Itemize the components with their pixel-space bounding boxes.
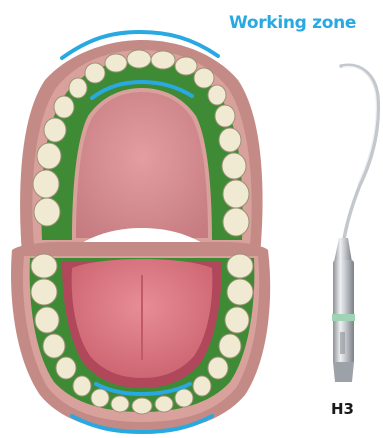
tooth bbox=[35, 307, 59, 333]
tooth bbox=[219, 334, 241, 358]
tooth bbox=[31, 254, 57, 278]
tooth bbox=[34, 198, 60, 226]
tooth bbox=[56, 357, 76, 379]
scaler-taper bbox=[334, 238, 352, 262]
tooth bbox=[227, 254, 253, 278]
lower-arch bbox=[11, 242, 270, 432]
tooth bbox=[105, 54, 127, 72]
scaler-engraving bbox=[340, 332, 345, 354]
tooth bbox=[132, 398, 152, 414]
tooth bbox=[223, 180, 249, 208]
tooth bbox=[85, 63, 105, 83]
tooth bbox=[222, 153, 246, 179]
tooth bbox=[91, 389, 109, 407]
tooth bbox=[194, 68, 214, 88]
tooth bbox=[111, 396, 129, 412]
scaler-tip-wire-highlight bbox=[343, 67, 376, 184]
tooth bbox=[33, 170, 59, 198]
scaler-base bbox=[333, 362, 354, 382]
tooth bbox=[155, 396, 173, 412]
tooth bbox=[223, 208, 249, 236]
ultrasonic-scaler-tip-icon bbox=[332, 65, 378, 382]
scaler-band bbox=[332, 314, 355, 321]
tooth bbox=[37, 143, 61, 169]
tooth bbox=[227, 279, 253, 305]
tooth bbox=[43, 334, 65, 358]
tip-label: H3 bbox=[331, 400, 354, 418]
tooth bbox=[151, 51, 175, 69]
tooth bbox=[31, 279, 57, 305]
tooth bbox=[219, 128, 241, 152]
tooth bbox=[208, 85, 226, 105]
tooth bbox=[44, 118, 66, 142]
tooth bbox=[54, 96, 74, 118]
tooth bbox=[175, 57, 197, 75]
tooth bbox=[175, 389, 193, 407]
tooth bbox=[127, 50, 151, 68]
tooth bbox=[73, 376, 91, 396]
tooth bbox=[215, 105, 235, 127]
upper-arch bbox=[20, 32, 262, 255]
tooth bbox=[193, 376, 211, 396]
scaler-tip-wire bbox=[341, 65, 378, 245]
upper-palate bbox=[76, 92, 208, 238]
tooth bbox=[69, 78, 87, 98]
tooth bbox=[225, 307, 249, 333]
tooth bbox=[208, 357, 228, 379]
